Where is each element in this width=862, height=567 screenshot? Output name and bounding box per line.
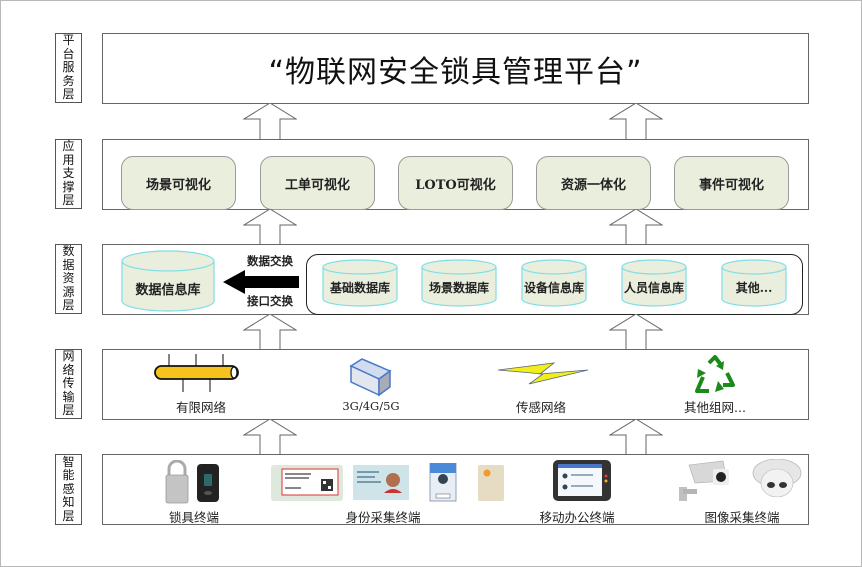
application-layer: 场景可视化 工单可视化 LOTO可视化 资源一体化 事件可视化	[102, 139, 809, 210]
up-arrow-icon	[243, 419, 297, 459]
data-layer: 数据信息库 数据交换 接口交换 基础数据库 场景数据库 设备信息库 人员信息库	[102, 244, 809, 315]
lightning-bolt-icon	[498, 362, 589, 385]
char: 网	[62, 349, 75, 364]
char: 络	[62, 362, 75, 377]
recycle-icon	[695, 355, 735, 393]
side-label-platform: 平 台 服 务 层	[55, 33, 82, 103]
up-arrow-icon	[243, 209, 297, 249]
database-group	[306, 254, 803, 315]
char: 层	[62, 403, 75, 418]
up-arrow-icon	[243, 314, 297, 354]
side-label-network: 网 络 传 输 层	[55, 349, 82, 419]
database-item: 基础数据库	[322, 259, 398, 307]
network-label: 有限网络	[175, 400, 226, 415]
up-arrow-icon	[609, 419, 663, 459]
exchange-label-data: 数据交换	[247, 254, 293, 268]
padlock-device-icon	[165, 460, 219, 504]
database-cylinder-icon	[421, 259, 497, 307]
platform-layer: “物联网安全锁具管理平台”	[102, 33, 809, 104]
database-cylinder-icon	[521, 259, 587, 307]
database-label: 人员信息库	[623, 280, 684, 295]
char: 层	[62, 298, 75, 313]
up-arrow-icon	[609, 209, 663, 249]
char: 源	[62, 284, 75, 299]
app-event-visualization: 事件可视化	[674, 156, 789, 210]
database-cylinder-icon	[721, 259, 787, 307]
char: 智	[62, 454, 75, 469]
cellular-box-icon	[349, 358, 392, 397]
app-workorder-visualization: 工单可视化	[260, 156, 375, 210]
platform-title: “物联网安全锁具管理平台”	[268, 54, 643, 90]
database-cylinder-icon	[322, 259, 398, 307]
device-label: 身份采集终端	[345, 510, 421, 525]
up-arrow-icon	[609, 314, 663, 354]
app-resource-integration: 资源一体化	[536, 156, 651, 210]
database-label: 其他...	[735, 280, 773, 295]
up-arrow-icon	[243, 103, 297, 143]
char: 知	[62, 495, 75, 510]
database-label: 设备信息库	[523, 280, 584, 295]
side-label-data: 数 据 资 源 层	[55, 244, 82, 314]
database-item: 人员信息库	[621, 259, 687, 307]
network-label: 其他组网...	[684, 400, 746, 415]
char: 应	[62, 139, 75, 154]
id-card-icon	[271, 463, 504, 502]
device-label: 图像采集终端	[704, 510, 780, 525]
database-cylinder-icon	[621, 259, 687, 307]
char: 层	[62, 87, 75, 102]
char: 平	[62, 33, 75, 48]
char: 输	[62, 389, 75, 404]
tablet-icon	[553, 460, 611, 501]
exchange-label-interface: 接口交换	[247, 294, 293, 308]
char: 务	[62, 73, 75, 88]
char: 数	[62, 244, 75, 259]
up-arrow-icon	[609, 103, 663, 143]
device-label: 锁具终端	[168, 510, 219, 525]
char: 服	[62, 60, 75, 75]
side-label-application: 应 用 支 撑 层	[55, 139, 82, 209]
char: 感	[62, 481, 75, 496]
char: 用	[62, 152, 75, 167]
app-loto-visualization: LOTO可视化	[398, 156, 513, 210]
database-item: 场景数据库	[421, 259, 497, 307]
database-item: 其他...	[721, 259, 787, 307]
char: 据	[62, 257, 75, 272]
char: 能	[62, 468, 75, 483]
char: 资	[62, 271, 75, 286]
device-label: 移动办公终端	[539, 510, 615, 525]
app-scene-visualization: 场景可视化	[121, 156, 236, 210]
database-item: 设备信息库	[521, 259, 587, 307]
wired-network-icon	[154, 354, 239, 392]
perception-layer: 锁具终端 身份采集终端 移动办公终端	[102, 454, 809, 525]
database-label: 场景数据库	[428, 280, 489, 295]
char: 撑	[62, 179, 75, 194]
camera-icon	[679, 459, 802, 501]
char: 台	[62, 46, 75, 61]
char: 传	[62, 376, 75, 391]
network-label: 传感网络	[515, 400, 566, 415]
char: 层	[62, 193, 75, 208]
main-database-label: 数据信息库	[135, 282, 201, 298]
database-cylinder-icon	[121, 250, 215, 312]
char: 层	[62, 508, 75, 523]
char: 支	[62, 166, 75, 181]
left-arrow-icon	[223, 270, 299, 294]
network-label: 3G/4G/5G	[342, 399, 400, 413]
database-label: 基础数据库	[329, 280, 390, 295]
side-label-perception: 智 能 感 知 层	[55, 454, 82, 525]
network-layer: 有限网络 3G/4G/5G 传感网络 其他组网...	[102, 349, 809, 420]
main-database: 数据信息库	[121, 250, 215, 312]
